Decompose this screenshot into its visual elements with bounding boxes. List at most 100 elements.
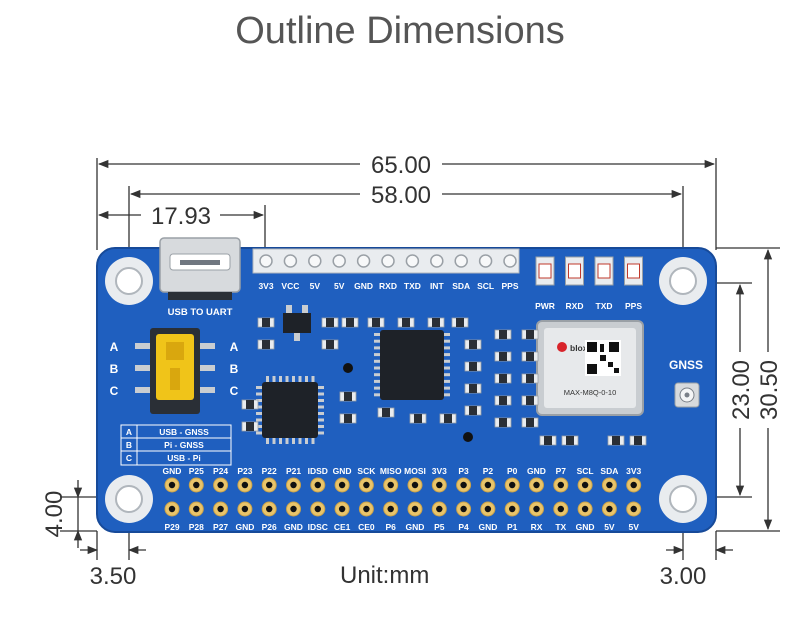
top-header-label: GND — [354, 281, 373, 291]
dim-hole-offset-left-label: 3.50 — [90, 563, 137, 590]
top-header-label: RXD — [379, 281, 397, 291]
gpio-bottom-label: GND — [576, 522, 595, 532]
gpio-top-label: P21 — [286, 466, 301, 476]
top-header-label: INT — [430, 281, 445, 291]
unit-label: Unit:mm — [340, 562, 430, 589]
gpio-bottom-label: GND — [284, 522, 303, 532]
dim-overall-height-label: 30.50 — [756, 360, 783, 420]
gpio-top-label: SCL — [577, 466, 594, 476]
gpio-top-label: GND — [333, 466, 352, 476]
gpio-bottom-label: P26 — [262, 522, 277, 532]
gpio-header — [164, 477, 642, 517]
gpio-top-label: GND — [527, 466, 546, 476]
gpio-top-label: P23 — [237, 466, 252, 476]
gpio-bottom-label: P5 — [434, 522, 445, 532]
top-header-label: SCL — [477, 281, 494, 291]
qr-code-icon — [585, 340, 621, 376]
gpio-top-label: 3V3 — [432, 466, 447, 476]
gpio-bottom-label: P27 — [213, 522, 228, 532]
header-pin — [259, 254, 273, 268]
top-header-label: TXD — [404, 281, 421, 291]
antenna-connector-icon — [674, 382, 700, 408]
usb-connector — [159, 237, 241, 300]
switch-row-label-left: B — [110, 362, 119, 376]
gpio-bottom-label: P29 — [164, 522, 179, 532]
mode-table-value: USB - Pi — [167, 453, 201, 463]
mode-table-value: Pi - GNSS — [164, 440, 204, 450]
gpio-top-label: MISO — [380, 466, 402, 476]
gpio-bottom-label: CE0 — [358, 522, 375, 532]
mounting-holes — [105, 257, 707, 523]
gpio-bottom-label: TX — [555, 522, 566, 532]
gpio-top-label: SCK — [357, 466, 376, 476]
header-pin — [381, 254, 395, 268]
dim-hole-spacing-y: 23.00 — [728, 283, 755, 497]
header-pin — [283, 254, 298, 268]
gpio-top-label: SDA — [600, 466, 618, 476]
led-label: RXD — [566, 301, 584, 311]
header-pin — [332, 254, 346, 268]
gnss-module: blox MAX-M8Q-0-10 — [536, 320, 644, 416]
gpio-top-label: P0 — [507, 466, 518, 476]
dim-overall-width-label: 65.00 — [371, 152, 431, 179]
switch-row-label-right: B — [230, 362, 239, 376]
gpio-top-label: 3V3 — [626, 466, 641, 476]
switch-row-label-right: C — [230, 384, 239, 398]
module-model: MAX-M8Q-0-10 — [564, 388, 617, 397]
uart-chip — [374, 330, 450, 400]
gpio-top-label: P3 — [458, 466, 469, 476]
dim-hole-offset-right: 3.00 — [660, 545, 733, 590]
mode-switch — [135, 328, 215, 414]
switch-row-label-right: A — [230, 340, 239, 354]
dim-hole-offset-left: 3.50 — [80, 545, 146, 590]
led-label: PWR — [535, 301, 555, 311]
header-pin — [308, 254, 322, 268]
gpio-bottom-label: RX — [531, 522, 543, 532]
ublox-logo-icon — [557, 342, 567, 352]
mode-table-key: A — [126, 427, 132, 437]
gpio-top-label: IDSD — [308, 466, 328, 476]
mode-table: A USB - GNSS B Pi - GNSS C USB - Pi — [120, 424, 232, 466]
dim-usb-offset: 17.93 — [97, 203, 265, 230]
mode-table-key: C — [126, 453, 132, 463]
gpio-bottom-label: 5V — [628, 522, 639, 532]
status-leds — [535, 256, 643, 286]
header-pin — [478, 254, 493, 268]
gpio-top-label: P7 — [556, 466, 567, 476]
mode-table-value: USB - GNSS — [159, 427, 209, 437]
dim-hole-offset-y-label: 4.00 — [41, 491, 68, 538]
dim-overall-height: 30.50 — [756, 248, 783, 531]
gpio-bottom-label: P4 — [458, 522, 469, 532]
gpio-bottom-label: 5V — [604, 522, 615, 532]
led-label: PPS — [625, 301, 642, 311]
gnss-label: GNSS — [669, 358, 703, 372]
top-pin-header — [252, 248, 520, 274]
gpio-top-label: P24 — [213, 466, 228, 476]
gpio-bottom-label: P28 — [189, 522, 204, 532]
top-header-label: 3V3 — [258, 281, 273, 291]
mcu-chip — [256, 376, 324, 444]
gpio-top-label: MOSI — [404, 466, 426, 476]
header-pin — [454, 254, 468, 268]
top-header-label: PPS — [501, 281, 518, 291]
header-pin — [503, 254, 517, 268]
switch-row-label-left: C — [110, 384, 119, 398]
dim-hole-spacing-y-label: 23.00 — [728, 360, 755, 420]
dim-hole-spacing-x-label: 58.00 — [371, 182, 431, 209]
switch-row-label-left: A — [110, 340, 119, 354]
usb-label: USB TO UART — [168, 307, 233, 318]
top-header-label: 5V — [334, 281, 345, 291]
gpio-top-label: P22 — [262, 466, 277, 476]
passive-components — [241, 317, 647, 446]
gpio-top-label: GND — [163, 466, 182, 476]
dim-usb-offset-label: 17.93 — [151, 203, 211, 230]
header-pin — [405, 254, 420, 268]
page-title: Outline Dimensions — [235, 10, 565, 52]
mode-table-key: B — [126, 440, 132, 450]
